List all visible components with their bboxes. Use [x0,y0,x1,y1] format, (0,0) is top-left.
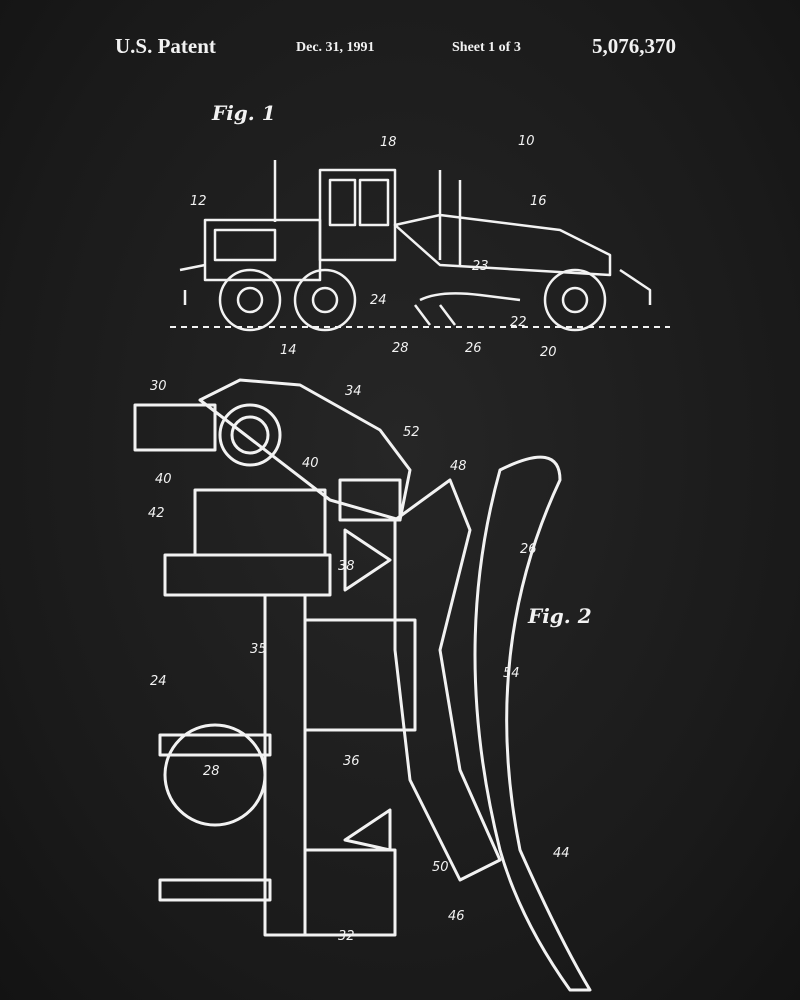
fig1-reference-numerals: Fig. 1 10 12 14 16 18 20 22 23 24 26 28 [190,101,557,360]
ref-23: 23 [472,259,489,274]
fig1-title: Fig. 1 [211,101,276,125]
ref-20: 20 [540,345,557,360]
ref-28: 28 [203,764,220,779]
ref-48: 48 [450,459,467,474]
patent-office-label: U.S. Patent [115,34,216,58]
ref-24: 24 [150,674,167,689]
ref-50: 50 [432,860,449,875]
patent-date: Dec. 31, 1991 [296,40,375,55]
ref-40a: 40 [155,472,172,487]
ref-22: 22 [510,315,527,330]
ref-12: 12 [190,194,207,209]
ref-52: 52 [403,425,420,440]
ref-28: 28 [392,341,409,356]
ref-10: 10 [518,134,535,149]
ref-46: 46 [448,909,465,924]
ref-26: 26 [465,341,482,356]
sheet-number: Sheet 1 of 3 [452,40,521,55]
ref-24: 24 [370,293,387,308]
ref-32: 32 [338,929,355,944]
ref-42: 42 [148,506,165,521]
ref-40b: 40 [302,456,319,471]
fig2-title: Fig. 2 [527,604,592,628]
ref-26: 26 [520,542,537,557]
ref-38: 38 [338,559,355,574]
ref-30: 30 [150,379,167,394]
ref-14: 14 [280,343,297,358]
ref-54: 54 [503,666,520,681]
ref-35: 35 [250,642,267,657]
ref-44: 44 [553,846,570,861]
fig2-blade-mount [133,378,592,992]
ref-16: 16 [530,194,547,209]
fig1-motor-grader [170,160,670,332]
ref-34: 34 [345,384,362,399]
ref-18: 18 [380,135,397,150]
ref-36: 36 [343,754,360,769]
patent-number: 5,076,370 [592,34,676,58]
fig2-reference-numerals: Fig. 2 30 34 52 48 40 40 42 38 26 35 24 … [148,379,592,944]
